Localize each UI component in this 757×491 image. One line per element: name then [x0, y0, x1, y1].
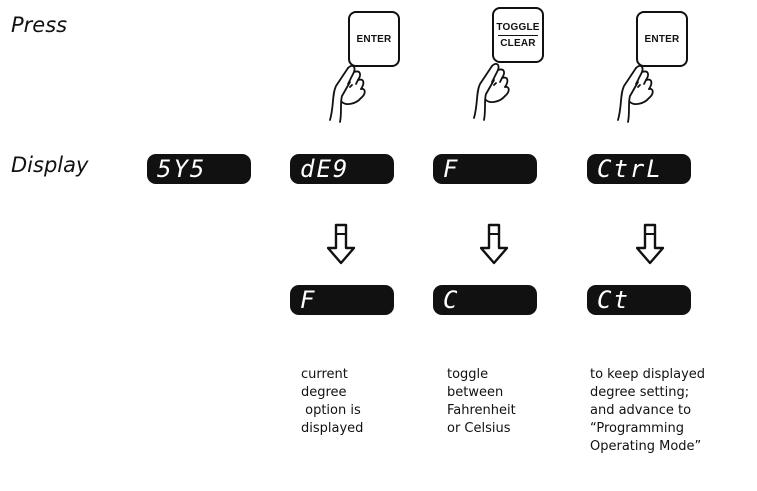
- caption-advance: to keep displayed degree setting; and ad…: [590, 367, 706, 454]
- key-label-top: TOGGLE: [496, 21, 540, 33]
- lcd-display-ct-result: Ct: [587, 285, 691, 315]
- lcd-display-deg: dE9: [290, 154, 394, 184]
- enter-key-2[interactable]: ENTER: [636, 11, 688, 67]
- key-label: ENTER: [644, 33, 680, 45]
- pointing-hand-icon: [329, 65, 366, 123]
- lcd-text: 5Y5: [157, 155, 207, 183]
- pointing-hand-icon: [617, 65, 654, 123]
- enter-key-1[interactable]: ENTER: [348, 11, 400, 67]
- lcd-text: dE9: [300, 155, 350, 183]
- lcd-display-sys: 5Y5: [147, 154, 251, 184]
- lcd-text: F: [443, 155, 460, 183]
- pointing-hand-icon: [473, 63, 510, 121]
- caption-toggle: toggle between Fahrenheit or Celsius: [447, 367, 516, 436]
- lcd-display-c-result: C: [433, 285, 537, 315]
- lcd-text: CtrL: [597, 155, 663, 183]
- toggle-clear-key[interactable]: TOGGLE CLEAR: [492, 7, 544, 63]
- display-label: Display: [11, 153, 89, 177]
- lcd-text: Ct: [597, 286, 630, 314]
- down-arrow-icon: [327, 223, 356, 265]
- lcd-display-f: F: [433, 154, 537, 184]
- caption-current-degree: current degree option is displayed: [301, 367, 364, 436]
- lcd-display-f-result: F: [290, 285, 394, 315]
- lcd-text: C: [443, 286, 460, 314]
- key-divider: [498, 34, 538, 36]
- press-label: Press: [11, 13, 68, 37]
- lcd-text: F: [300, 286, 317, 314]
- lcd-display-ctrl: CtrL: [587, 154, 691, 184]
- down-arrow-icon: [480, 223, 509, 265]
- key-label-bottom: CLEAR: [500, 37, 536, 49]
- key-label: ENTER: [356, 33, 392, 45]
- down-arrow-icon: [636, 223, 665, 265]
